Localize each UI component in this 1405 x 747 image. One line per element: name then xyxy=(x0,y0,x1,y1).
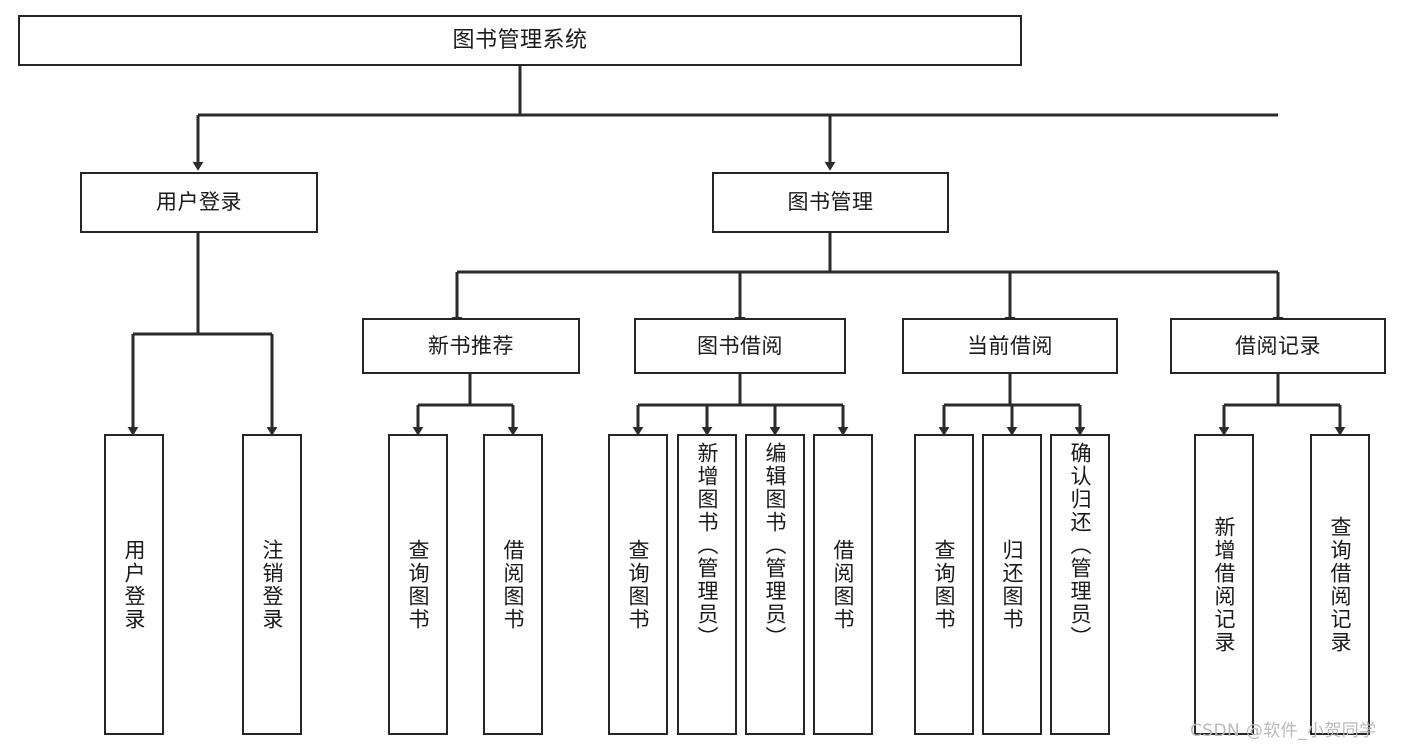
node-current-borrow[interactable]: 当前借阅 xyxy=(902,318,1118,374)
node-root[interactable]: 图书管理系统 xyxy=(18,15,1022,66)
leaf-br-query-record-label: 查询借阅记录 xyxy=(1328,515,1353,654)
leaf-br-add-record-label: 新增借阅记录 xyxy=(1212,515,1237,654)
leaf-br-add-record[interactable]: 新增借阅记录 xyxy=(1194,434,1254,735)
node-borrow-record-label: 借阅记录 xyxy=(1235,333,1321,358)
leaf-cb-return-book[interactable]: 归还图书 xyxy=(982,434,1042,735)
node-book-borrow-label: 图书借阅 xyxy=(697,333,783,358)
node-new-book-recommend-label: 新书推荐 xyxy=(428,333,514,358)
leaf-bb-borrow-book[interactable]: 借阅图书 xyxy=(813,434,873,735)
leaf-nb-query-book-label: 查询图书 xyxy=(406,538,431,631)
csdn-watermark: CSDN @软件_小贺同学 xyxy=(1190,721,1377,741)
leaf-cb-query-book-label: 查询图书 xyxy=(932,538,957,631)
leaf-nb-borrow-book-label: 借阅图书 xyxy=(501,538,526,631)
leaf-user-login-label: 用户登录 xyxy=(122,538,147,631)
leaf-nb-query-book[interactable]: 查询图书 xyxy=(388,434,448,735)
leaf-bb-query-book-label: 查询图书 xyxy=(626,538,651,631)
node-book-manage[interactable]: 图书管理 xyxy=(712,172,949,233)
leaf-logout-login[interactable]: 注销登录 xyxy=(242,434,302,735)
node-user-login[interactable]: 用户登录 xyxy=(80,172,318,233)
leaf-br-query-record[interactable]: 查询借阅记录 xyxy=(1310,434,1370,735)
leaf-bb-borrow-book-label: 借阅图书 xyxy=(831,538,856,631)
leaf-nb-borrow-book[interactable]: 借阅图书 xyxy=(483,434,543,735)
node-borrow-record[interactable]: 借阅记录 xyxy=(1170,318,1386,374)
leaf-cb-return-book-label: 归还图书 xyxy=(1000,538,1025,631)
node-book-borrow[interactable]: 图书借阅 xyxy=(634,318,846,374)
node-root-label: 图书管理系统 xyxy=(452,27,588,53)
leaf-bb-query-book[interactable]: 查询图书 xyxy=(608,434,668,735)
node-user-login-label: 用户登录 xyxy=(156,190,242,215)
leaf-bb-edit-book[interactable]: 编辑图书（管理员） xyxy=(745,434,805,735)
leaf-user-login[interactable]: 用户登录 xyxy=(104,434,164,735)
leaf-cb-confirm-return-label: 确认归还（管理员） xyxy=(1068,442,1093,649)
node-current-borrow-label: 当前借阅 xyxy=(967,333,1053,358)
leaf-cb-query-book[interactable]: 查询图书 xyxy=(914,434,974,735)
node-book-manage-label: 图书管理 xyxy=(787,190,874,215)
leaf-logout-login-label: 注销登录 xyxy=(260,538,285,631)
node-new-book-recommend[interactable]: 新书推荐 xyxy=(362,318,580,374)
leaf-bb-edit-book-label: 编辑图书（管理员） xyxy=(763,442,788,649)
leaf-bb-add-book-label: 新增图书（管理员） xyxy=(695,442,720,649)
leaf-bb-add-book[interactable]: 新增图书（管理员） xyxy=(677,434,737,735)
leaf-cb-confirm-return[interactable]: 确认归还（管理员） xyxy=(1050,434,1110,735)
